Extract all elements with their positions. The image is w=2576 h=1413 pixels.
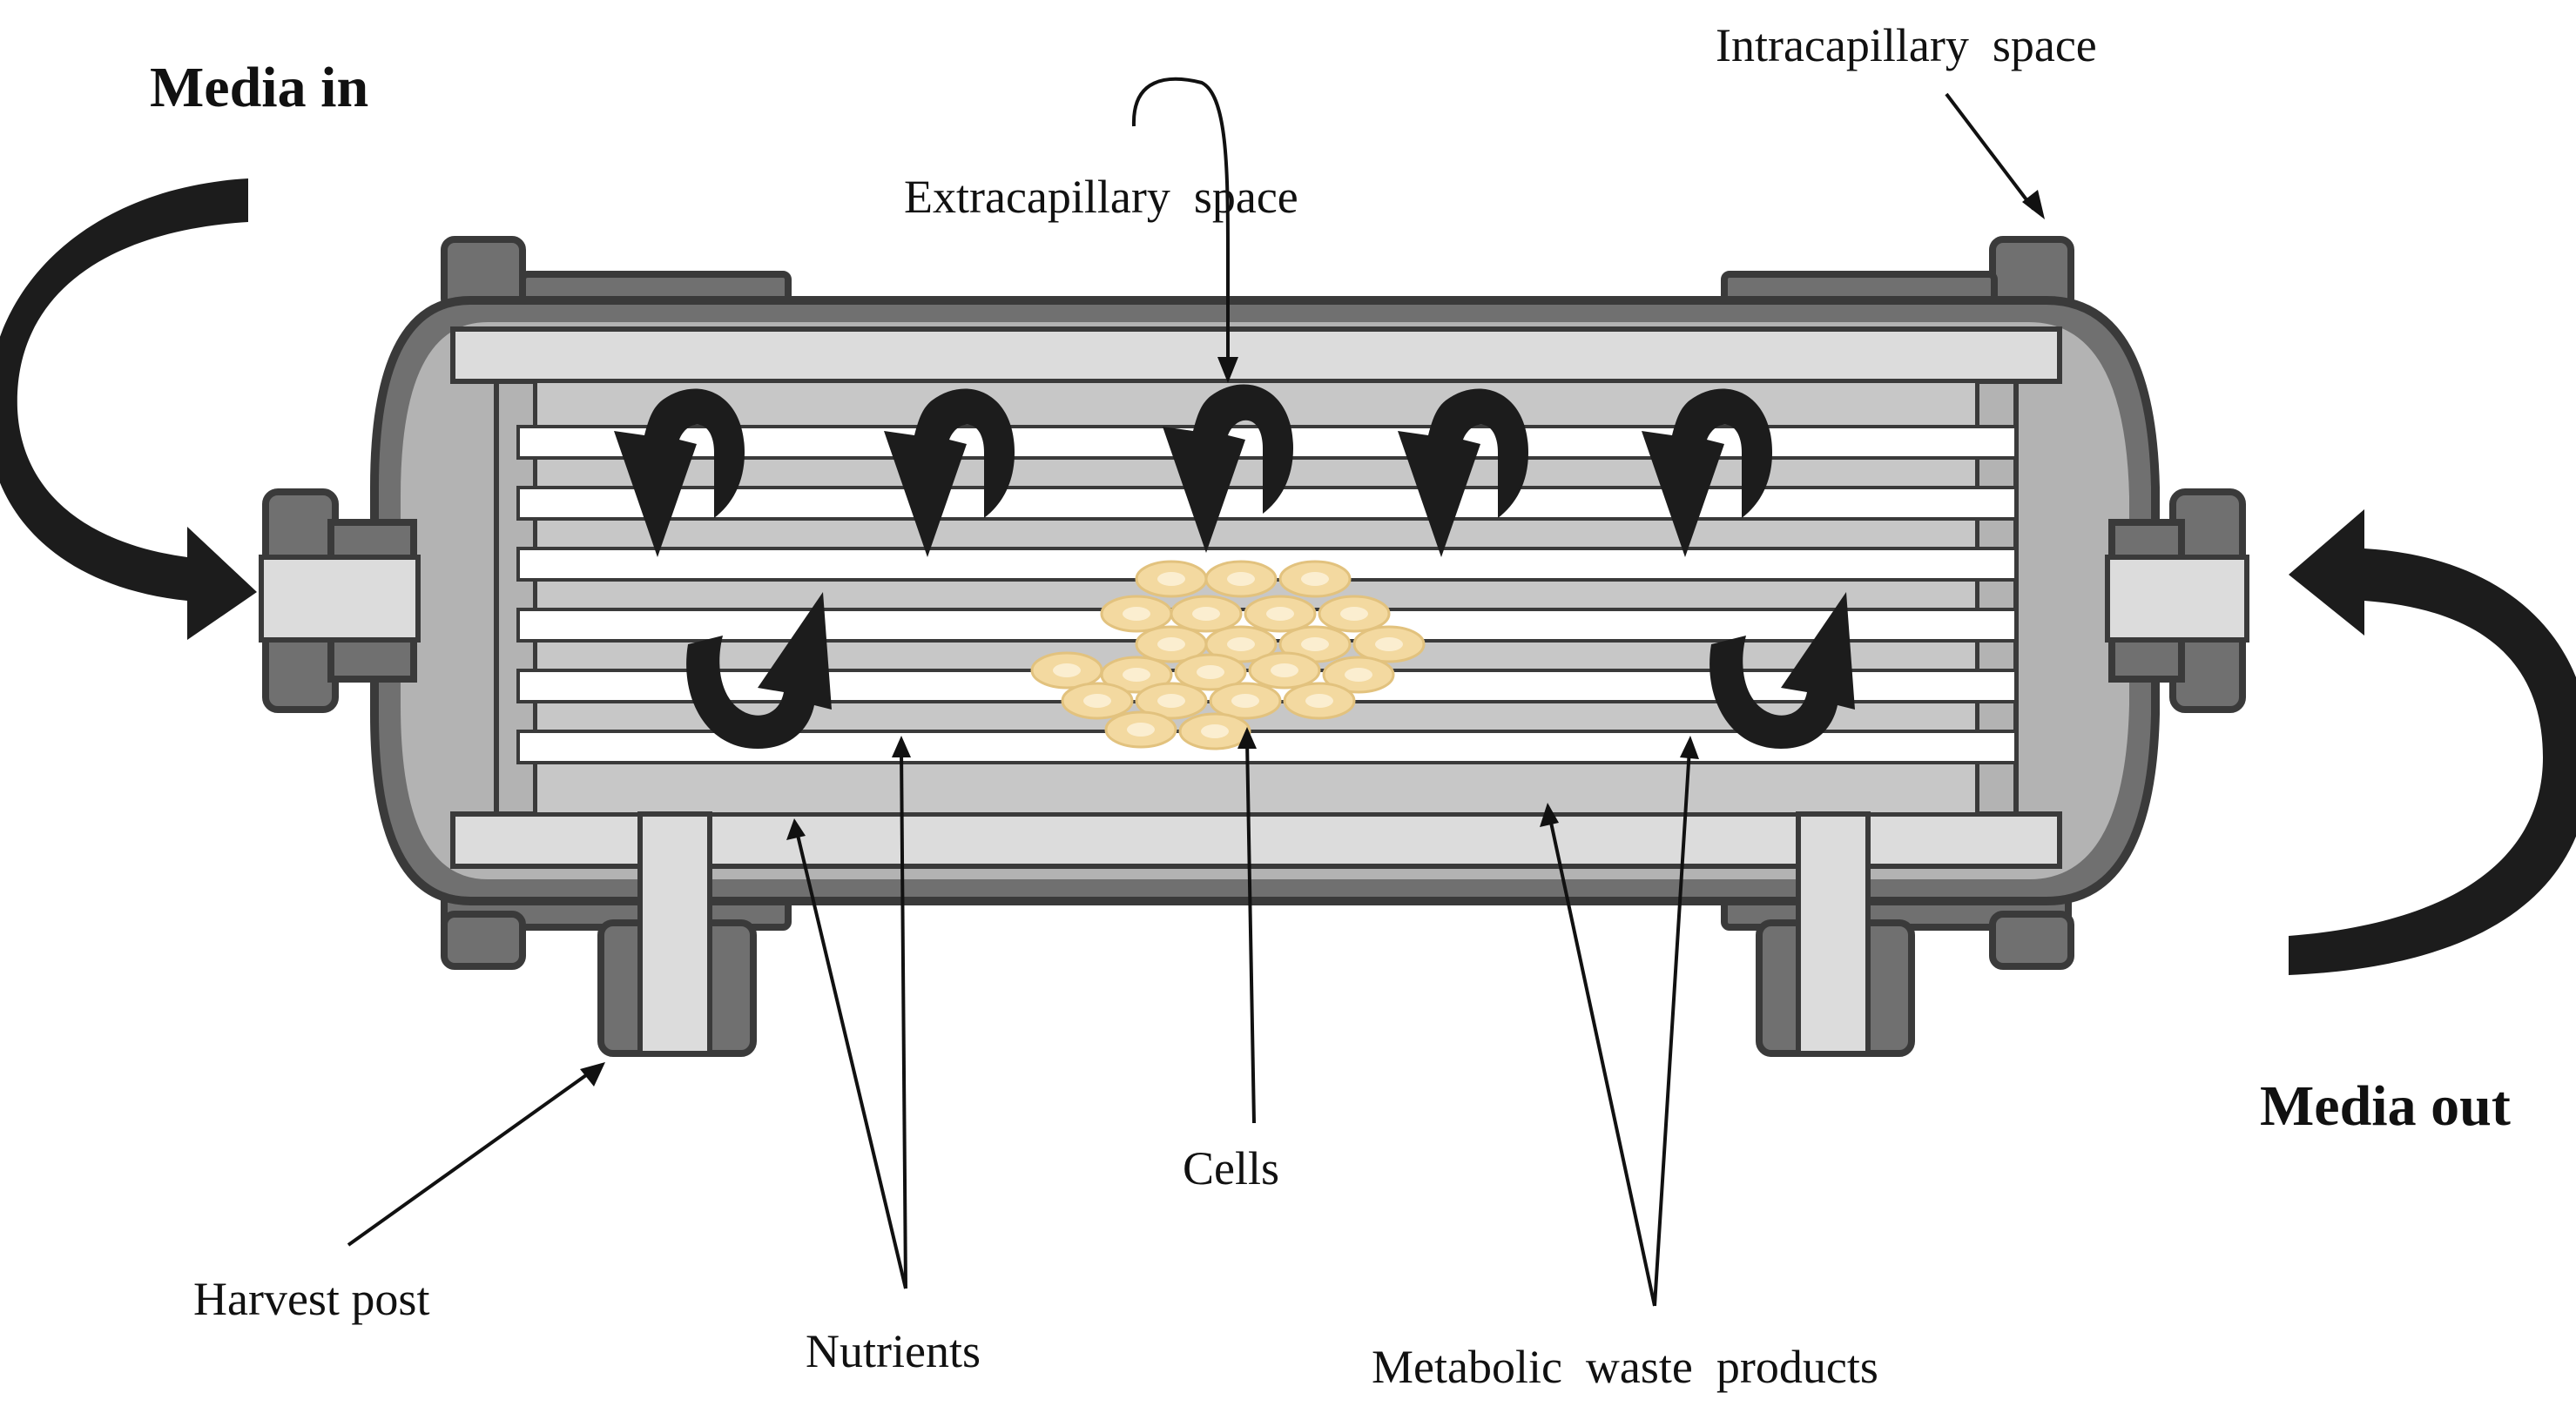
media-out-label: Media out [2260,1074,2511,1138]
metabolic-waste-label: Metabolic waste products [1372,1341,1878,1393]
bottom-right-collar [1989,911,2074,970]
cell-nucleus [1301,637,1329,651]
harvest-port-right [1756,811,1915,1057]
curved-arrow-out-icon [2289,509,2576,975]
cell-nucleus [1305,694,1333,708]
extracapillary-label: Extracapillary space [904,171,1298,223]
nutrients-arrowhead-a [786,818,806,840]
waste-arrowhead-b [1680,736,1699,759]
intracapillary-pointer [1945,92,2035,211]
intracapillary-arrowhead [2022,190,2045,219]
waste-pointer-a [1548,818,1656,1307]
extracapillary-arrowhead [1217,357,1238,383]
cell-nucleus [1127,723,1155,737]
nutrients-pointer-a [795,831,907,1289]
intracapillary-label: Intracapillary space [1716,19,2097,71]
curved-arrow-in-icon [0,178,257,640]
nutrients-arrowhead-b [892,736,911,757]
cell-nucleus [1340,607,1368,621]
cell-nucleus [1227,637,1255,651]
cell-nucleus [1192,607,1220,621]
cell-cluster [1030,560,1426,750]
cell-nucleus [1083,694,1111,708]
harvest-pointer [347,1069,594,1247]
top-plate [450,326,2062,384]
harvest-post-label: Harvest post [193,1273,429,1325]
cell-nucleus [1201,724,1229,738]
media-in-label: Media in [150,56,368,119]
cell-nucleus [1301,572,1329,586]
cell-nucleus [1123,668,1150,682]
harvest-arrowhead [580,1062,605,1087]
cell-nucleus [1157,637,1185,651]
cells-label: Cells [1183,1142,1279,1194]
cell-nucleus [1123,607,1150,621]
cell-nucleus [1157,694,1185,708]
cell-nucleus [1197,665,1224,679]
cell-nucleus [1231,694,1259,708]
harvest-port-left [597,811,757,1057]
cell-nucleus [1345,668,1372,682]
cells-pointer [1245,739,1256,1124]
cell-nucleus [1157,572,1185,586]
cell-nucleus [1271,663,1298,677]
outlet-port-channel [2105,555,2249,643]
leader-lines [347,77,2045,1307]
cell-nucleus [1266,607,1294,621]
extracapillary-pointer [1131,77,1230,370]
nutrients-label: Nutrients [806,1325,981,1377]
cell-nucleus [1053,663,1081,677]
waste-arrowhead-a [1540,803,1559,827]
waste-pointer-b [1653,748,1691,1307]
cells-arrowhead [1237,727,1257,749]
inlet-port-channel [259,555,421,643]
cell-nucleus [1375,637,1403,651]
bottom-left-collar [441,911,526,970]
cell-nucleus [1227,572,1255,586]
nutrients-pointer-b [900,748,907,1289]
